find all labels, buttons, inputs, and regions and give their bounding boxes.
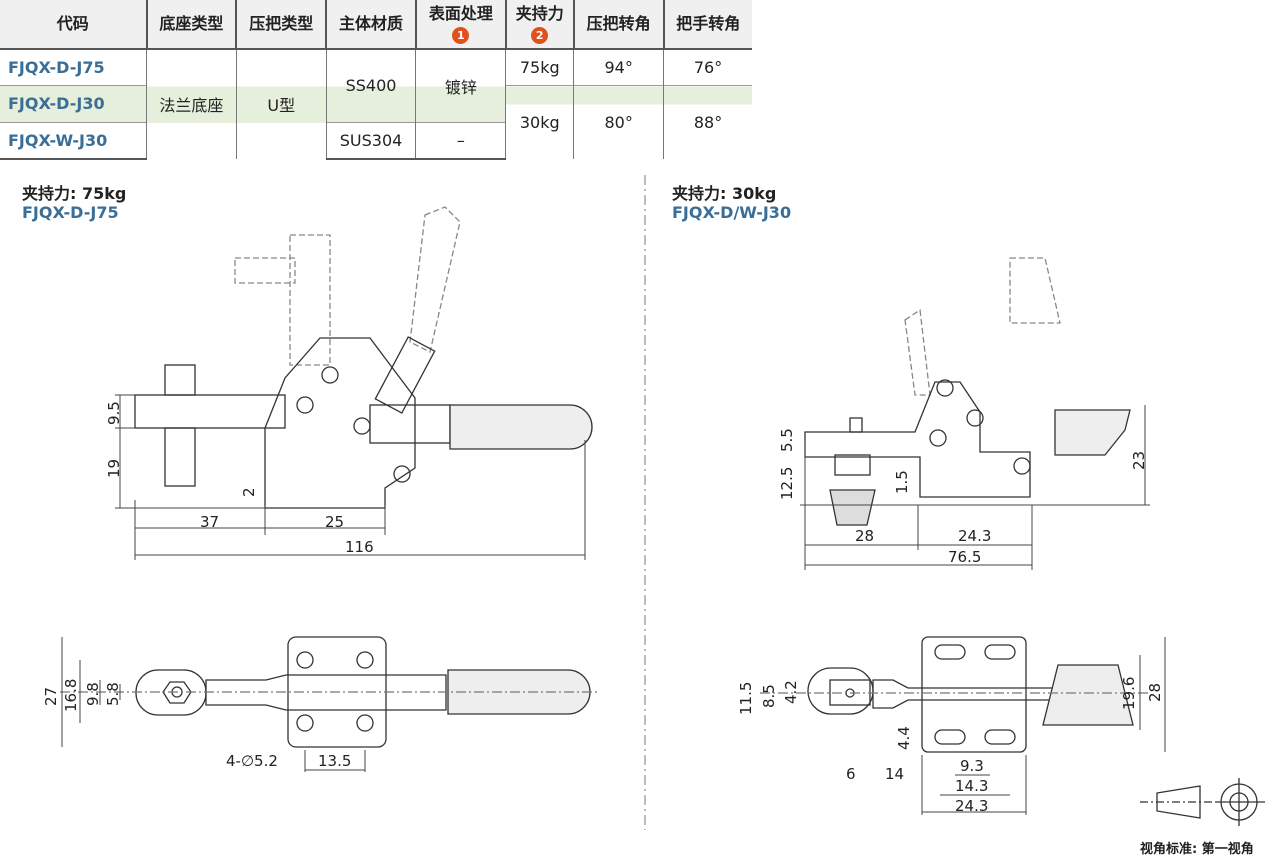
cell-code: FJQX-D-J75 xyxy=(0,48,147,86)
cell-material: SUS304 xyxy=(325,121,416,160)
cell-force: 75kg xyxy=(505,48,574,86)
table-row: FJQX-D-J75 法兰底座 U型 SS400 镀锌 75kg 94° 76° xyxy=(0,48,752,159)
dim-4-4: 4.4 xyxy=(895,726,913,750)
dim-5-8: 5.8 xyxy=(104,682,122,706)
dim-37: 37 xyxy=(200,513,220,531)
cell-press-angle: 94° xyxy=(573,48,664,86)
col-base: 底座类型 xyxy=(145,0,237,50)
dim-13-5: 13.5 xyxy=(318,752,352,770)
dim-6: 6 xyxy=(846,765,856,783)
dim-23: 23 xyxy=(1130,450,1148,470)
cell-material: SS400 xyxy=(325,48,416,122)
col-handle-angle: 把手转角 xyxy=(662,0,752,50)
dim-holes: 4-∅5.2 xyxy=(226,752,278,770)
spec-table: 代码 底座类型 压把类型 主体材质 表面处理 1 夹持力 2 压把转角 把手转角 F… xyxy=(0,0,752,160)
left-top-view-drawing xyxy=(60,636,600,748)
right-side-view-drawing xyxy=(804,257,1131,526)
dim-28-width: 28 xyxy=(1146,682,1164,702)
cell-handle-angle: 76° xyxy=(663,48,752,86)
dim-5-5: 5.5 xyxy=(778,428,796,452)
left-force-label: 夹持力: 75kg xyxy=(22,184,127,203)
cell-surface: 镀锌 xyxy=(415,48,506,122)
dim-16-8: 16.8 xyxy=(62,678,80,712)
projection-standard-label: 视角标准: 第一视角 xyxy=(1140,842,1254,857)
col-surface: 表面处理 1 xyxy=(414,0,506,50)
dim-14-3: 14.3 xyxy=(955,777,989,795)
cell-base: 法兰底座 xyxy=(146,48,237,159)
dim-14: 14 xyxy=(885,765,905,783)
col-force: 夹持力 2 xyxy=(504,0,574,50)
cell-force: 30kg xyxy=(505,85,574,159)
dim-19: 19 xyxy=(105,458,123,478)
right-model-label: FJQX-D/W-J30 xyxy=(672,203,792,222)
cell-press-type: U型 xyxy=(235,48,327,159)
left-side-view-drawing xyxy=(134,206,593,509)
col-code: 代码 xyxy=(0,0,147,50)
table-row: FJQX-D-J30 30kg 80° 88° xyxy=(0,85,752,159)
note-badge-2: 2 xyxy=(531,27,549,44)
dim-11-5: 11.5 xyxy=(737,681,755,715)
dim-76-5: 76.5 xyxy=(948,548,982,566)
cell-handle-angle: 88° xyxy=(663,85,752,159)
table-row: FJQX-W-J30 SUS304 – xyxy=(0,121,752,160)
dim-116: 116 xyxy=(345,538,374,556)
left-model-label: FJQX-D-J75 xyxy=(22,203,119,222)
dim-24-3-bottom: 24.3 xyxy=(955,797,989,815)
note-badge-1: 1 xyxy=(452,27,470,44)
dim-24-3: 24.3 xyxy=(958,527,992,545)
col-force-label: 夹持力 xyxy=(515,4,564,23)
dim-28: 28 xyxy=(855,527,875,545)
cell-press-angle: 80° xyxy=(573,85,664,159)
dim-19-6: 19.6 xyxy=(1120,676,1138,710)
col-press-angle: 压把转角 xyxy=(572,0,664,50)
cell-surface: – xyxy=(415,121,506,160)
col-material: 主体材质 xyxy=(325,0,416,50)
col-press: 压把类型 xyxy=(235,0,327,50)
col-surface-label: 表面处理 xyxy=(428,4,493,23)
dim-12-5: 12.5 xyxy=(778,466,796,500)
cell-code: FJQX-D-J30 xyxy=(0,85,147,122)
dim-2: 2 xyxy=(240,487,258,497)
dim-9-8: 9.8 xyxy=(84,682,102,706)
dim-9-5: 9.5 xyxy=(105,401,123,425)
dim-9-3: 9.3 xyxy=(960,757,984,775)
right-top-view-drawing xyxy=(760,636,1150,753)
dim-1-5: 1.5 xyxy=(893,470,911,494)
cell-code: FJQX-W-J30 xyxy=(0,121,147,160)
dim-27: 27 xyxy=(42,686,60,706)
dim-4-2: 4.2 xyxy=(782,680,800,704)
projection-symbol-icon xyxy=(1140,778,1265,826)
right-force-label: 夹持力: 30kg xyxy=(672,184,777,203)
dim-8-5: 8.5 xyxy=(760,684,778,708)
dim-25: 25 xyxy=(325,513,345,531)
